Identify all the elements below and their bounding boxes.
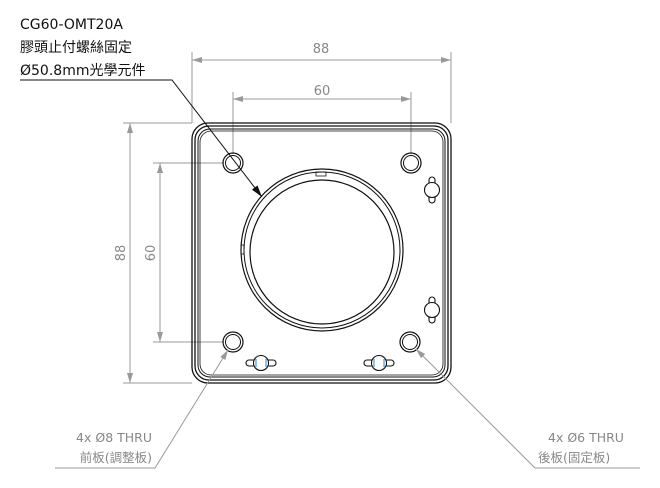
part-note-line2: 膠頭止付螺絲固定 xyxy=(20,40,132,56)
dimension-label: 88 xyxy=(114,245,129,262)
callout-rear-plate: 4x Ø6 THRU 後板(固定板) xyxy=(415,348,640,469)
optic-bore xyxy=(240,168,404,332)
callout-holes: 4x Ø6 THRU xyxy=(548,430,624,445)
dimension-label: 60 xyxy=(314,84,331,99)
mounting-holes xyxy=(222,152,422,353)
part-note-line3: Ø50.8mm光學元件 xyxy=(20,63,145,79)
callout-label: 前板(調整板) xyxy=(80,450,152,465)
dimension-hole-spacing-height: 60 xyxy=(144,163,163,342)
part-note: CG60-OMT20A 膠頭止付螺絲固定 Ø50.8mm光學元件 xyxy=(20,17,263,198)
dimension-overall-height: 88 xyxy=(114,123,133,383)
hole-top-right xyxy=(400,152,422,174)
leader-line xyxy=(55,349,229,469)
callout-label: 後板(固定板) xyxy=(538,450,610,465)
keyhole-slots xyxy=(245,176,441,372)
dimension-label: 60 xyxy=(144,245,159,262)
hole-bottom-right xyxy=(399,331,421,353)
dimension-hole-spacing-width: 60 xyxy=(233,84,411,102)
leader-line xyxy=(415,348,640,469)
hole-top-left xyxy=(222,152,244,174)
extension-lines xyxy=(123,52,452,384)
dimension-label: 88 xyxy=(313,42,330,57)
dimension-overall-width: 88 xyxy=(192,42,451,63)
callout-holes: 4x Ø8 THRU xyxy=(76,430,152,445)
part-model: CG60-OMT20A xyxy=(20,17,123,33)
leader-line xyxy=(20,79,263,198)
callout-front-plate: 4x Ø8 THRU 前板(調整板) xyxy=(55,349,229,469)
hole-bottom-left xyxy=(222,331,244,353)
mount-plate xyxy=(191,122,452,384)
